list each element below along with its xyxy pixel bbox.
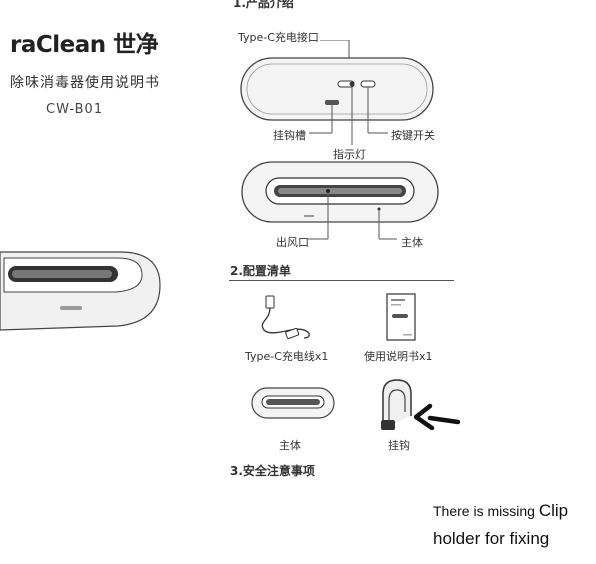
- section-2-heading: 2.配置清单: [230, 264, 291, 278]
- item-manual-label: 使用说明书x1: [364, 350, 433, 363]
- section-divider: [229, 280, 454, 281]
- brand-logo-text: raClean 世净: [10, 32, 159, 58]
- label-indicator: 指示灯: [333, 148, 366, 161]
- label-button: 按键开关: [391, 129, 435, 142]
- item-body-label: 主体: [279, 439, 301, 452]
- label-typec-port: Type-C充电接口: [238, 31, 319, 44]
- device-body-icon: [251, 387, 335, 419]
- device-top-view-diagram: [240, 40, 434, 145]
- document-title: 除味消毒器使用说明书: [10, 75, 160, 91]
- item-hook-label: 挂钩: [388, 439, 410, 452]
- annotation-line1-word: Clip: [538, 501, 569, 520]
- clip-hook-icon: [381, 379, 412, 430]
- label-hook-slot: 挂钩槽: [273, 129, 306, 142]
- model-number: CW-B01: [46, 102, 104, 117]
- usb-cable-icon: [261, 295, 310, 340]
- manual-booklet-icon: [386, 293, 416, 341]
- annotation-line2: holder for fixing: [433, 529, 550, 548]
- section-1-heading: 1.产品介绍: [233, 0, 294, 10]
- device-photo-left: [0, 251, 161, 331]
- label-air-outlet: 出风口: [276, 236, 309, 249]
- black-arrow-icon: [414, 403, 460, 430]
- annotation-note: There is missing Clip holder for fixing: [433, 497, 593, 552]
- label-body: 主体: [401, 236, 423, 249]
- device-front-view-diagram: [241, 161, 439, 240]
- annotation-line1-prefix: There is missing: [433, 503, 539, 519]
- item-typec-cable-label: Type-C充电线x1: [245, 350, 329, 363]
- section-3-heading: 3.安全注意事项: [230, 464, 315, 478]
